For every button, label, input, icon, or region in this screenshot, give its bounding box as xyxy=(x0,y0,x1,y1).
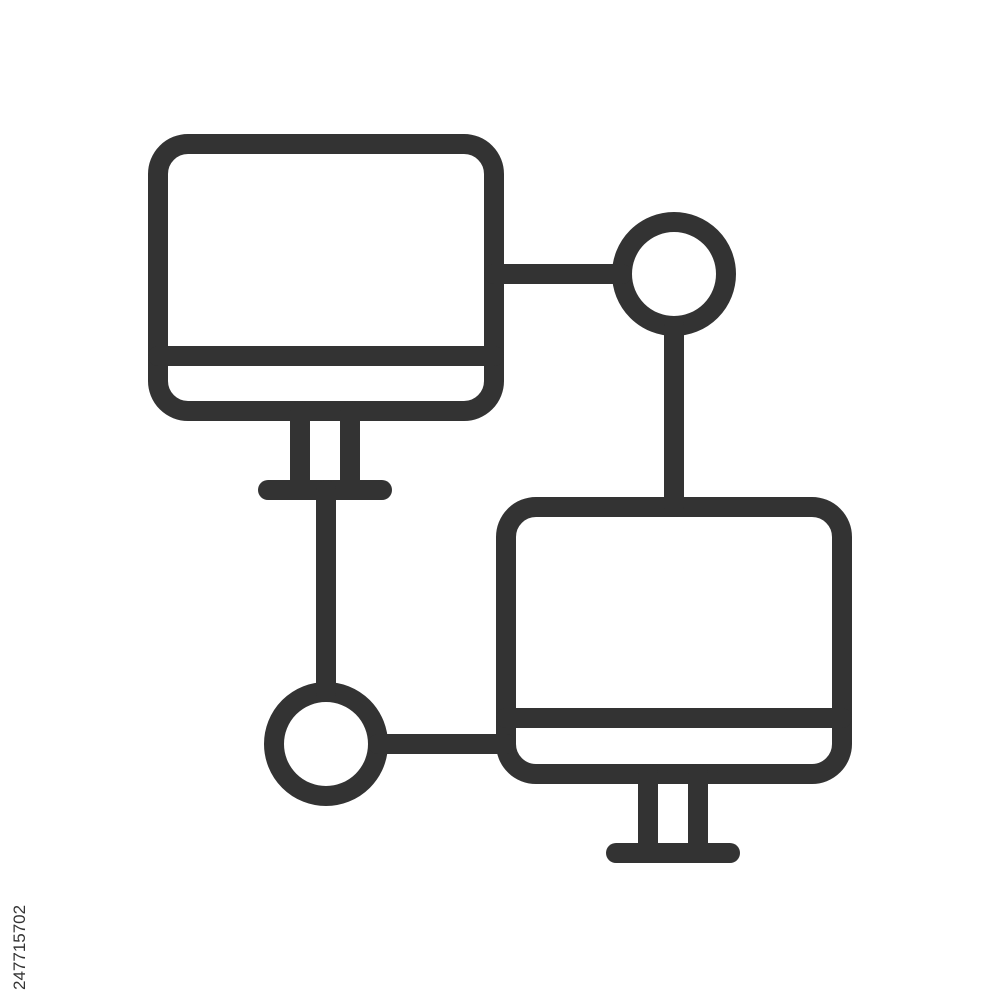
node-bottom-left-icon xyxy=(264,480,516,806)
monitor-top-left-icon xyxy=(148,134,504,500)
stock-id-label: 247715702 xyxy=(10,904,29,990)
monitor-bottom-right-icon xyxy=(496,497,852,863)
node-top-right-icon xyxy=(484,212,736,517)
node-circle xyxy=(612,212,736,336)
monitor-frame xyxy=(496,497,852,784)
node-circle xyxy=(264,682,388,806)
monitor-frame xyxy=(148,134,504,421)
